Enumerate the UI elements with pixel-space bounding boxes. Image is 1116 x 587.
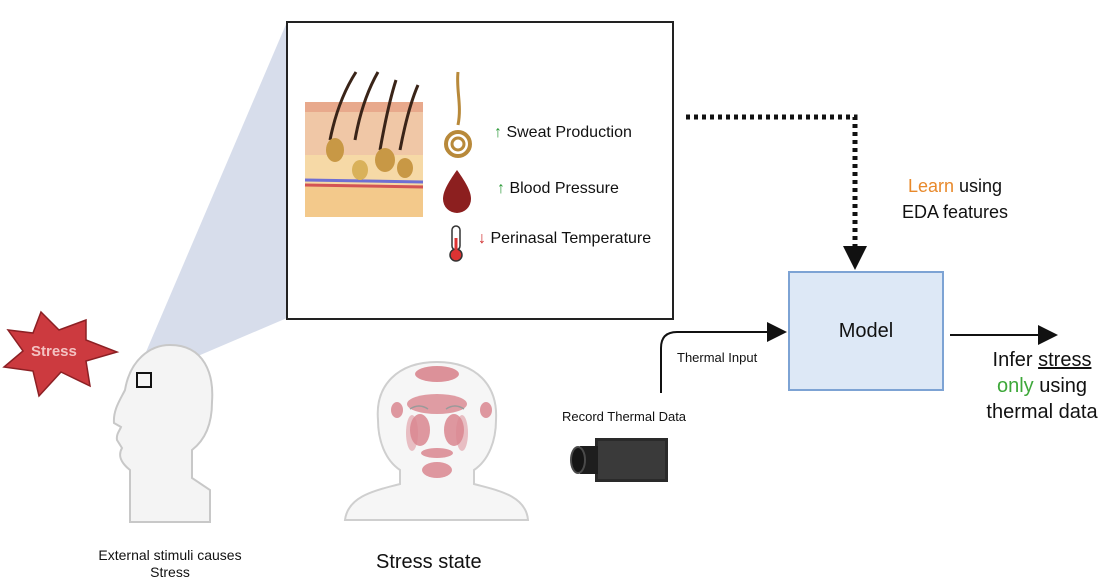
face-front-icon (343, 360, 530, 521)
panel-item-label: Sweat Production (506, 124, 632, 141)
head-profile-icon (112, 343, 214, 523)
focus-marker-icon (136, 372, 152, 388)
learn-line2: EDA features (901, 202, 1009, 222)
model-label: Model (838, 320, 894, 342)
panel-item-label: Blood Pressure (509, 180, 619, 197)
infer-stress: stress (1038, 349, 1092, 371)
learn-rest: using (954, 176, 1003, 196)
stress-state-caption: Stress state (376, 551, 482, 573)
infer-caption: Infer stress only using thermal data (968, 347, 1116, 425)
external-line2: Stress (150, 564, 190, 580)
sweat-gland-icon (444, 71, 472, 158)
model-box (788, 271, 944, 391)
thermal-input-arrow (660, 322, 787, 393)
stress-label: Stress (31, 343, 77, 360)
up-arrow-icon: ↑ (494, 124, 502, 141)
panel-item-blood-pressure: ↑ Blood Pressure (497, 180, 619, 198)
learn-highlight: Learn (907, 176, 954, 196)
stress-burst-icon (2, 310, 120, 398)
external-stimuli-caption: External stimuli causes Stress (70, 547, 270, 581)
thermal-camera-icon (570, 438, 668, 482)
infer-text: Infer (992, 349, 1039, 371)
thermal-input-label: Thermal Input (677, 350, 758, 365)
down-arrow-icon: ↓ (478, 230, 486, 247)
panel-item-sweat: ↑ Sweat Production (494, 124, 632, 142)
skin-cross-section-icon (304, 71, 424, 217)
learn-caption: Learn using EDA features (880, 173, 1030, 225)
record-thermal-label: Record Thermal Data (562, 409, 687, 424)
panel-item-perinasal: ↓ Perinasal Temperature (478, 230, 651, 248)
infer-line3: thermal data (986, 401, 1098, 423)
external-line1: External stimuli causes (98, 547, 242, 563)
zoom-cone (137, 22, 287, 376)
panel-item-label: Perinasal Temperature (490, 230, 652, 247)
up-arrow-icon: ↑ (497, 180, 505, 197)
infer-only: only (996, 375, 1034, 397)
infer-using: using (1033, 375, 1088, 397)
learn-arrow (686, 114, 858, 250)
thermometer-icon (449, 225, 463, 262)
blood-drop-icon (443, 170, 471, 213)
